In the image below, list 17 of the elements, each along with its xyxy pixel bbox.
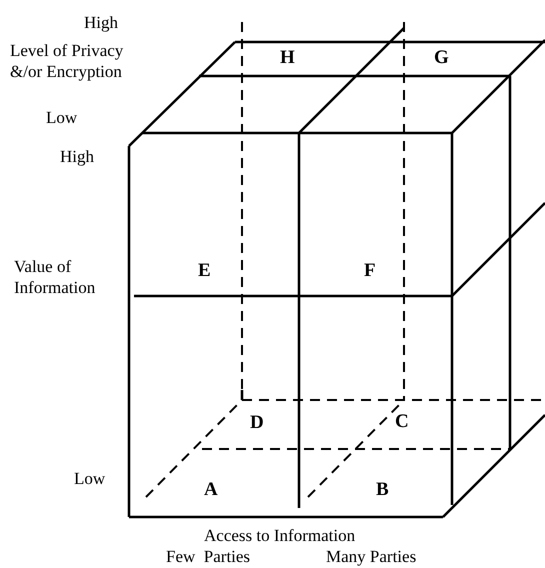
axis-label: Low bbox=[74, 468, 106, 489]
cube-cell-letter: E bbox=[198, 260, 212, 281]
axis-title: Value of Information bbox=[14, 256, 96, 298]
cube-cell-letter: A bbox=[204, 479, 219, 500]
cube-cell-letter: B bbox=[376, 479, 390, 500]
cube-cell-letter: G bbox=[434, 47, 450, 68]
axis-label: Few Parties bbox=[166, 546, 252, 567]
cube-cell-letter: H bbox=[280, 47, 296, 68]
axis-title: Level of Privacy &/or Encryption bbox=[10, 40, 124, 82]
axis-title: Access to Information bbox=[204, 525, 356, 546]
axis-label: High bbox=[60, 146, 95, 167]
cube-cell-letter: F bbox=[364, 260, 377, 281]
cube-cell-letter: D bbox=[250, 412, 265, 433]
cube-cell-letter: C bbox=[395, 411, 410, 432]
axis-label: Low bbox=[46, 107, 78, 128]
axis-label: Many Parties bbox=[326, 546, 418, 567]
axis-label: High bbox=[84, 12, 119, 33]
